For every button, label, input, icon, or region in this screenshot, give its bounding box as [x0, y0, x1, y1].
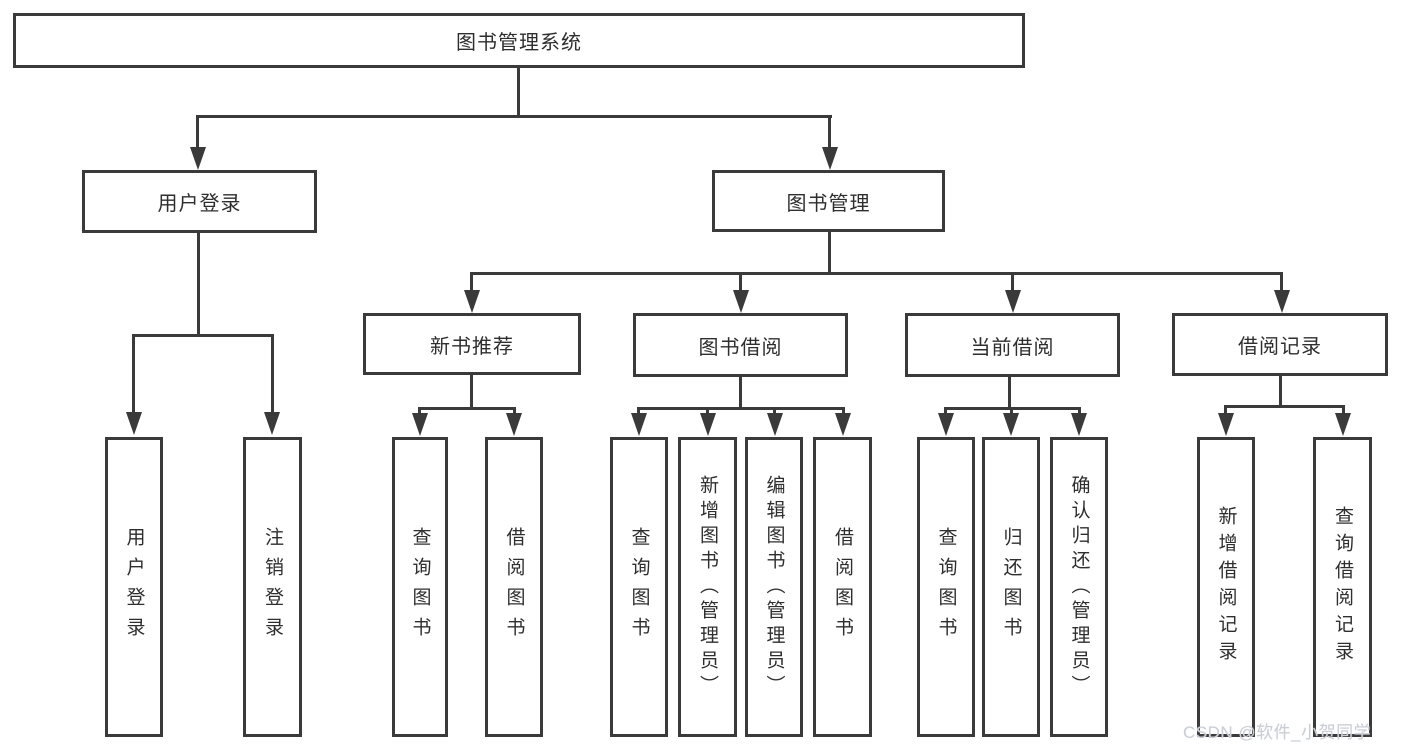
leaf-user-login: 用户登录 — [105, 437, 163, 737]
node-label: 借阅图书 — [503, 527, 525, 647]
connector-line — [132, 334, 274, 337]
connector-line — [637, 407, 640, 415]
node-new-book-recommend: 新书推荐 — [363, 313, 581, 375]
connector-line — [637, 407, 845, 410]
connector-line — [470, 272, 473, 294]
node-borrowing-records: 借阅记录 — [1172, 313, 1388, 376]
arrowhead-down-icon — [1071, 413, 1087, 436]
arrowhead-down-icon — [835, 413, 851, 436]
connector-line — [470, 272, 1283, 275]
connector-line — [842, 407, 845, 415]
node-label: 新增借阅记录 — [1215, 506, 1237, 668]
node-label: 用户登录 — [123, 527, 145, 647]
connector-line — [773, 407, 776, 415]
arrowhead-down-icon — [1005, 290, 1021, 313]
leaf-query-borrow-record: 查询借阅记录 — [1313, 437, 1372, 737]
connector-line — [197, 233, 200, 337]
leaf-logout-login: 注销登录 — [243, 437, 302, 737]
arrowhead-down-icon — [822, 147, 838, 170]
node-label: 查询图书 — [935, 527, 957, 647]
node-label: 编辑图书（管理员） — [763, 474, 785, 700]
connector-line — [828, 232, 831, 274]
arrowhead-down-icon — [1003, 413, 1019, 436]
connector-line — [196, 115, 199, 151]
connector-line — [1011, 272, 1014, 294]
connector-line — [271, 334, 274, 414]
arrowhead-down-icon — [733, 290, 749, 313]
connector-line — [944, 407, 947, 415]
connector-line — [513, 407, 516, 415]
arrowhead-down-icon — [938, 413, 954, 436]
leaf-edit-book-admin: 编辑图书（管理员） — [745, 437, 803, 737]
node-library-system: 图书管理系统 — [13, 13, 1025, 68]
connector-line — [418, 407, 421, 415]
node-book-management: 图书管理 — [712, 170, 945, 232]
node-label: 新增图书（管理员） — [697, 474, 718, 700]
leaf-confirm-return-admin: 确认归还（管理员） — [1050, 437, 1108, 737]
arrowhead-down-icon — [464, 290, 480, 313]
node-label: 用户登录 — [157, 193, 242, 215]
node-label: 当前借阅 — [970, 336, 1055, 359]
arrowhead-down-icon — [506, 413, 522, 436]
arrowhead-down-icon — [264, 412, 280, 435]
arrowhead-down-icon — [1274, 290, 1290, 313]
node-label: 归还图书 — [1000, 527, 1022, 647]
arrowhead-down-icon — [190, 147, 206, 170]
arrowhead-down-icon — [412, 413, 428, 436]
connector-line — [196, 115, 832, 118]
arrowhead-down-icon — [767, 413, 783, 436]
node-label: 查询图书 — [628, 527, 650, 647]
node-user-login: 用户登录 — [82, 170, 317, 233]
node-label: 确认归还（管理员） — [1068, 474, 1090, 700]
leaf-query-book-3: 查询图书 — [917, 437, 975, 737]
connector-line — [828, 115, 831, 151]
leaf-add-book-admin: 新增图书（管理员） — [678, 437, 737, 737]
connector-line — [1224, 405, 1227, 414]
leaf-query-book-1: 查询图书 — [392, 437, 448, 737]
leaf-add-borrow-record: 新增借阅记录 — [1197, 437, 1255, 737]
connector-line — [470, 375, 473, 409]
node-label: 图书管理 — [786, 192, 871, 215]
arrowhead-down-icon — [1218, 413, 1234, 436]
connector-line — [132, 334, 135, 414]
connector-line — [1279, 376, 1282, 407]
leaf-query-book-2: 查询图书 — [610, 437, 668, 737]
connector-line — [1342, 405, 1345, 414]
connector-line — [418, 407, 516, 410]
arrowhead-down-icon — [700, 413, 716, 436]
connector-line — [517, 68, 520, 117]
connector-line — [739, 272, 742, 294]
node-book-borrowing: 图书借阅 — [633, 313, 848, 377]
node-label: 新书推荐 — [430, 335, 514, 358]
connector-line — [739, 377, 742, 409]
node-label: 查询图书 — [409, 527, 431, 647]
connector-line — [706, 407, 709, 415]
arrowhead-down-icon — [126, 412, 142, 435]
node-label: 注销登录 — [262, 527, 283, 647]
leaf-return-book: 归还图书 — [982, 437, 1040, 737]
arrowhead-down-icon — [1335, 413, 1351, 436]
connector-line — [1078, 407, 1081, 415]
watermark: CSDN @软件_小贺同学 — [1183, 723, 1372, 742]
node-label: 图书借阅 — [698, 336, 783, 359]
connector-line — [1010, 407, 1013, 415]
connector-line — [1008, 377, 1011, 409]
connector-line — [1280, 272, 1283, 294]
arrowhead-down-icon — [631, 413, 647, 436]
node-label: 查询借阅记录 — [1332, 506, 1353, 668]
node-label: 图书管理系统 — [456, 32, 582, 54]
node-label: 借阅图书 — [832, 527, 853, 647]
leaf-borrow-book-1: 借阅图书 — [485, 437, 543, 737]
leaf-borrow-book-2: 借阅图书 — [813, 437, 872, 737]
connector-line — [1224, 405, 1345, 408]
node-label: 借阅记录 — [1238, 336, 1322, 358]
node-current-borrowing: 当前借阅 — [905, 313, 1120, 377]
